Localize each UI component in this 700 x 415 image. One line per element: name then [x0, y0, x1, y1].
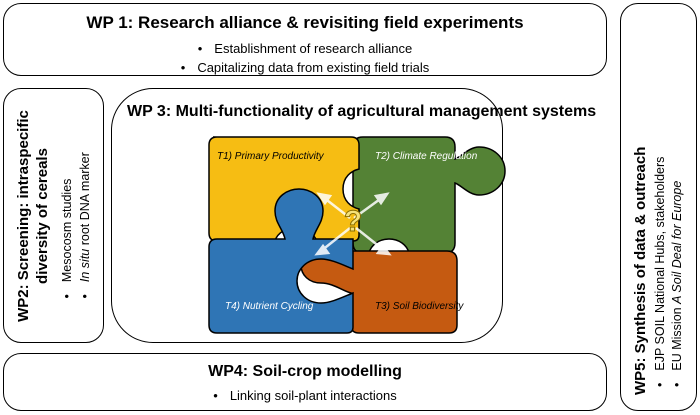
wp2-bullet-2-italic: In situ	[77, 248, 92, 282]
wp1-bullet-1: Establishment of research alliance	[4, 39, 606, 58]
wp2-bullet-list: Mesocosm studies In situ root DNA marker	[58, 93, 94, 338]
wp2-bullet-1: Mesocosm studies	[58, 93, 76, 298]
wp2-box: WP2: Screening: intraspecific diversity …	[3, 88, 104, 343]
center-question-mark: ?	[344, 205, 362, 238]
wp5-bullet-2-prefix: EU Mission	[669, 303, 684, 371]
wp2-title-line-1: WP2: Screening: intraspecific	[14, 109, 32, 322]
puzzle-label-t1: T1) Primary Productivity	[217, 151, 324, 162]
wp4-bullet-list: Linking soil-plant interactions	[4, 386, 606, 405]
puzzle-label-t3: T3) Soil Biodiversity	[375, 301, 464, 312]
wp2-bullet-2-rest: root DNA marker	[77, 151, 92, 249]
wp5-bullet-list: EJP SOIL National Hubs, stakeholders EU …	[652, 7, 686, 407]
wp5-bullet-1: EJP SOIL National Hubs, stakeholders	[652, 7, 669, 387]
puzzle-graphic: ? T1) Primary Productivity T2) Climate R…	[203, 133, 506, 337]
wp4-title: WP4: Soil-crop modelling	[208, 363, 402, 380]
puzzle-piece-t2	[352, 136, 506, 254]
wp5-box: WP5: Synthesis of data & outreach EJP SO…	[620, 3, 697, 411]
wp3-title: WP 3: Multi-functionality of agricultura…	[127, 103, 597, 120]
puzzle-piece-t4	[208, 188, 354, 334]
wp4-box: WP4: Soil-crop modelling Linking soil-pl…	[3, 353, 607, 411]
wp1-box: WP 1: Research alliance & revisiting fie…	[3, 3, 607, 76]
puzzle-label-t2: T2) Climate Regulation	[375, 151, 478, 162]
wp1-bullet-list: Establishment of research alliance Capit…	[4, 39, 606, 77]
puzzle-label-t4: T4) Nutrient Cycling	[225, 301, 314, 312]
wp2-title-line-2: diversity of cereals	[33, 147, 51, 284]
wp4-bullet-1: Linking soil-plant interactions	[4, 386, 606, 405]
wp1-title: WP 1: Research alliance & revisiting fie…	[86, 13, 524, 32]
center-arrows	[314, 192, 392, 256]
wp5-bullet-2: EU Mission A Soil Deal for Europe	[669, 7, 686, 387]
puzzle-svg: ?	[208, 136, 506, 334]
wp2-bullet-2: In situ root DNA marker	[76, 93, 94, 298]
wp1-bullet-2: Capitalizing data from existing field tr…	[4, 58, 606, 77]
wp5-title: WP5: Synthesis of data & outreach	[631, 146, 649, 395]
wp5-bullet-2-italic: A Soil Deal for Europe	[669, 180, 684, 304]
